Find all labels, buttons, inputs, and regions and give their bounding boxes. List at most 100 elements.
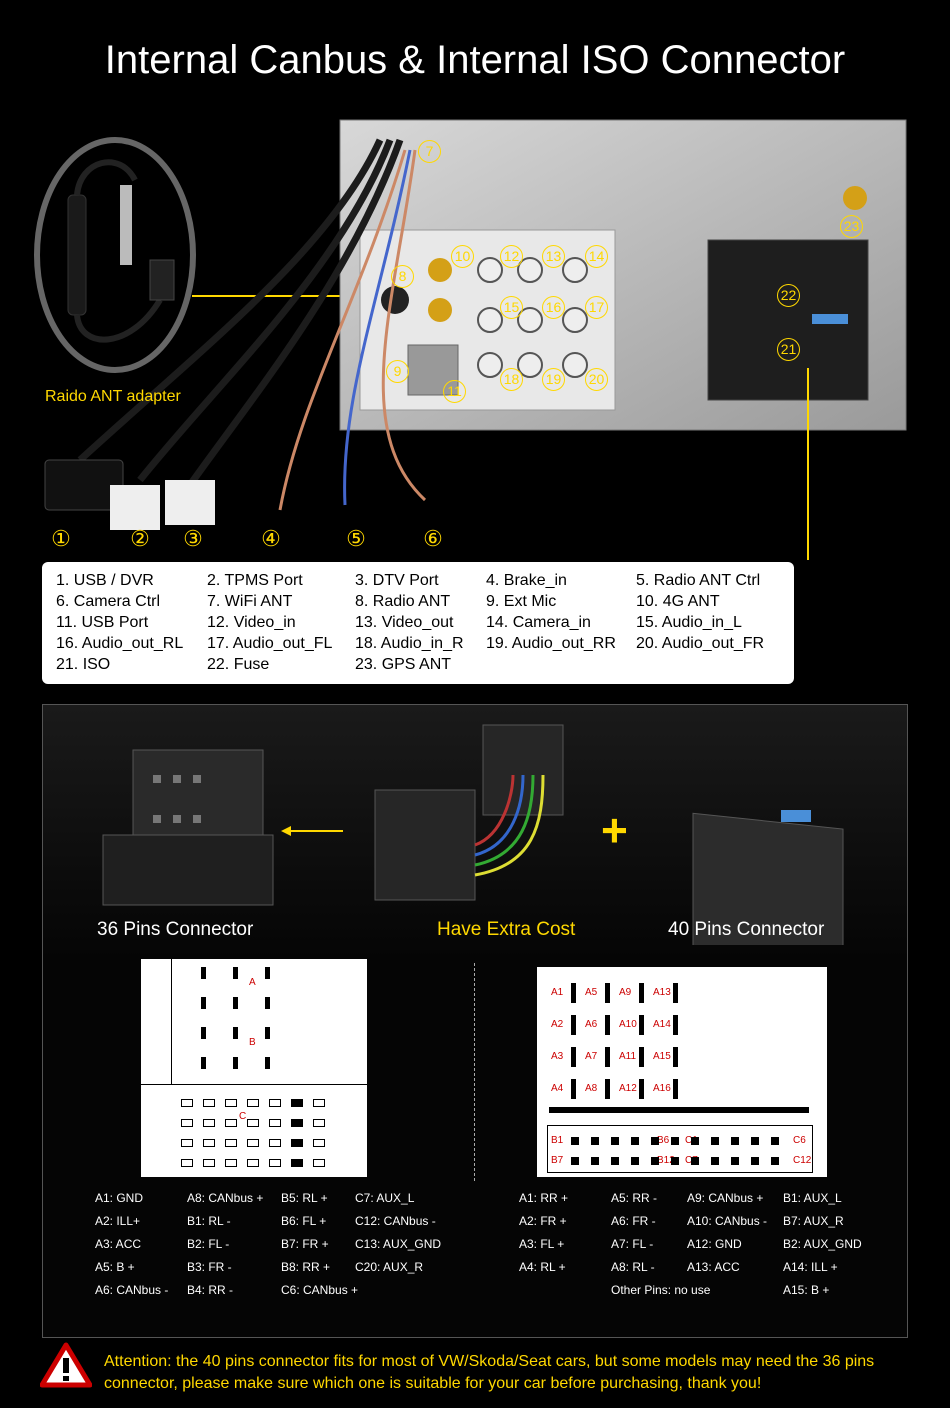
marker-6: ⑥ xyxy=(423,526,443,551)
pin-slot xyxy=(571,1047,576,1067)
pin-label: B12 xyxy=(657,1155,675,1166)
marker-1: ① xyxy=(51,526,71,551)
pin-definition: A3: ACC xyxy=(95,1237,142,1251)
pin-hole xyxy=(313,1159,325,1167)
pin-hole xyxy=(225,1139,237,1147)
pin-label: A8 xyxy=(585,1083,598,1094)
pin-hole xyxy=(247,1139,259,1147)
pin-slot xyxy=(639,1015,644,1035)
pin-definition: B4: RR - xyxy=(187,1283,234,1297)
pin-hole xyxy=(651,1157,659,1165)
legend-item: 3. DTV Port xyxy=(355,572,439,589)
marker-19: 19 xyxy=(542,368,565,391)
marker-13: 13 xyxy=(542,245,565,268)
pin-definition: A8: RL - xyxy=(611,1260,655,1274)
pin-definition: A6: FR - xyxy=(611,1214,656,1228)
page-title: Internal Canbus & Internal ISO Connector xyxy=(104,38,846,82)
marker-9: 9 xyxy=(386,360,409,383)
legend-item: 19. Audio_out_RR xyxy=(486,635,616,652)
marker-16: 16 xyxy=(542,296,565,319)
pin-slot xyxy=(673,983,678,1003)
pin-slot xyxy=(605,1047,610,1067)
pin-hole xyxy=(181,1159,193,1167)
pin-slot xyxy=(571,1015,576,1035)
legend-item: 23. GPS ANT xyxy=(355,656,452,673)
pin-hole xyxy=(291,1099,303,1107)
pin-hole xyxy=(771,1137,779,1145)
connector-36-image xyxy=(102,749,274,906)
pin-definition: B7: AUX_R xyxy=(783,1214,844,1228)
pin-slot xyxy=(571,1079,576,1099)
pin-label: A14 xyxy=(653,1019,671,1030)
pin-hole xyxy=(631,1137,639,1145)
warning-icon xyxy=(40,1342,92,1388)
legend-item: 2. TPMS Port xyxy=(207,572,303,589)
marker-7: 7 xyxy=(418,140,441,163)
pin-hole xyxy=(181,1139,193,1147)
housing-line xyxy=(171,959,172,1084)
pin-slot xyxy=(673,1015,678,1035)
pin-hole xyxy=(181,1099,193,1107)
pin-label: A7 xyxy=(585,1051,598,1062)
pin-label: A15 xyxy=(653,1051,671,1062)
pin-definition: A3: FL + xyxy=(519,1237,565,1251)
pin-slot xyxy=(639,983,644,1003)
marker-4: ④ xyxy=(261,526,281,551)
pin-label: C6 xyxy=(793,1135,806,1146)
pin-hole xyxy=(225,1099,237,1107)
pin-hole xyxy=(671,1137,679,1145)
pin-hole xyxy=(691,1137,699,1145)
pin-hole xyxy=(731,1157,739,1165)
marker-17: 17 xyxy=(585,296,608,319)
pin-label: C12 xyxy=(793,1155,812,1166)
pin-label: A2 xyxy=(551,1019,564,1030)
pin-slot xyxy=(233,997,238,1009)
connector-40-image xyxy=(692,810,844,945)
pin-definition: B6: FL + xyxy=(281,1214,327,1228)
pin-definition: A8: CANbus + xyxy=(187,1191,264,1205)
legend-item: 9. Ext Mic xyxy=(486,593,557,610)
pin-slot xyxy=(233,967,238,979)
legend-item: 20. Audio_out_FR xyxy=(636,635,765,652)
pin-hole xyxy=(751,1157,759,1165)
legend-item: 17. Audio_out_FL xyxy=(207,635,333,652)
legend-item: 4. Brake_in xyxy=(486,572,567,589)
pin-hole xyxy=(291,1139,303,1147)
pin-hole xyxy=(269,1139,281,1147)
legend-item: 11. USB Port xyxy=(56,614,149,631)
pin-definition: A14: ILL + xyxy=(783,1260,838,1274)
legend-item: 22. Fuse xyxy=(207,656,270,673)
pin-slot xyxy=(201,1027,206,1039)
pin-definition: B2: FL - xyxy=(187,1237,230,1251)
marker-23: 23 xyxy=(840,215,863,238)
pins36-title: 36 Pins Connector xyxy=(97,919,254,940)
pin-hole xyxy=(711,1137,719,1145)
warning-text: Attention: the 40 pins connector fits fo… xyxy=(104,1353,875,1392)
pin-label-c: C xyxy=(239,1111,247,1122)
legend-item: 5. Radio ANT Ctrl xyxy=(636,572,761,589)
pin-definition: A13: ACC xyxy=(687,1260,740,1274)
pin-slot xyxy=(673,1047,678,1067)
pin-definition: A15: B + xyxy=(783,1283,830,1297)
pin-label: A5 xyxy=(585,987,598,998)
pin-definition: A2: FR + xyxy=(519,1214,567,1228)
adapter-label: Raido ANT adapter xyxy=(45,388,181,405)
marker-2: ② xyxy=(130,526,150,551)
pins40-title: 40 Pins Connector xyxy=(668,919,825,940)
pin-hole xyxy=(751,1137,759,1145)
legend-item: 14. Camera_in xyxy=(486,614,591,631)
pin-hole xyxy=(771,1157,779,1165)
pin-slot xyxy=(639,1047,644,1067)
pin-hole xyxy=(269,1099,281,1107)
legend-item: 16. Audio_out_RL xyxy=(56,635,184,652)
pin-definition: B7: FR + xyxy=(281,1237,329,1251)
pin-label: A4 xyxy=(551,1083,564,1094)
pin-hole xyxy=(203,1099,215,1107)
pin-hole xyxy=(611,1137,619,1145)
pin-label: A13 xyxy=(653,987,671,998)
pin-slot xyxy=(265,997,270,1009)
marker-14: 14 xyxy=(585,245,608,268)
marker-21: 21 xyxy=(777,338,800,361)
